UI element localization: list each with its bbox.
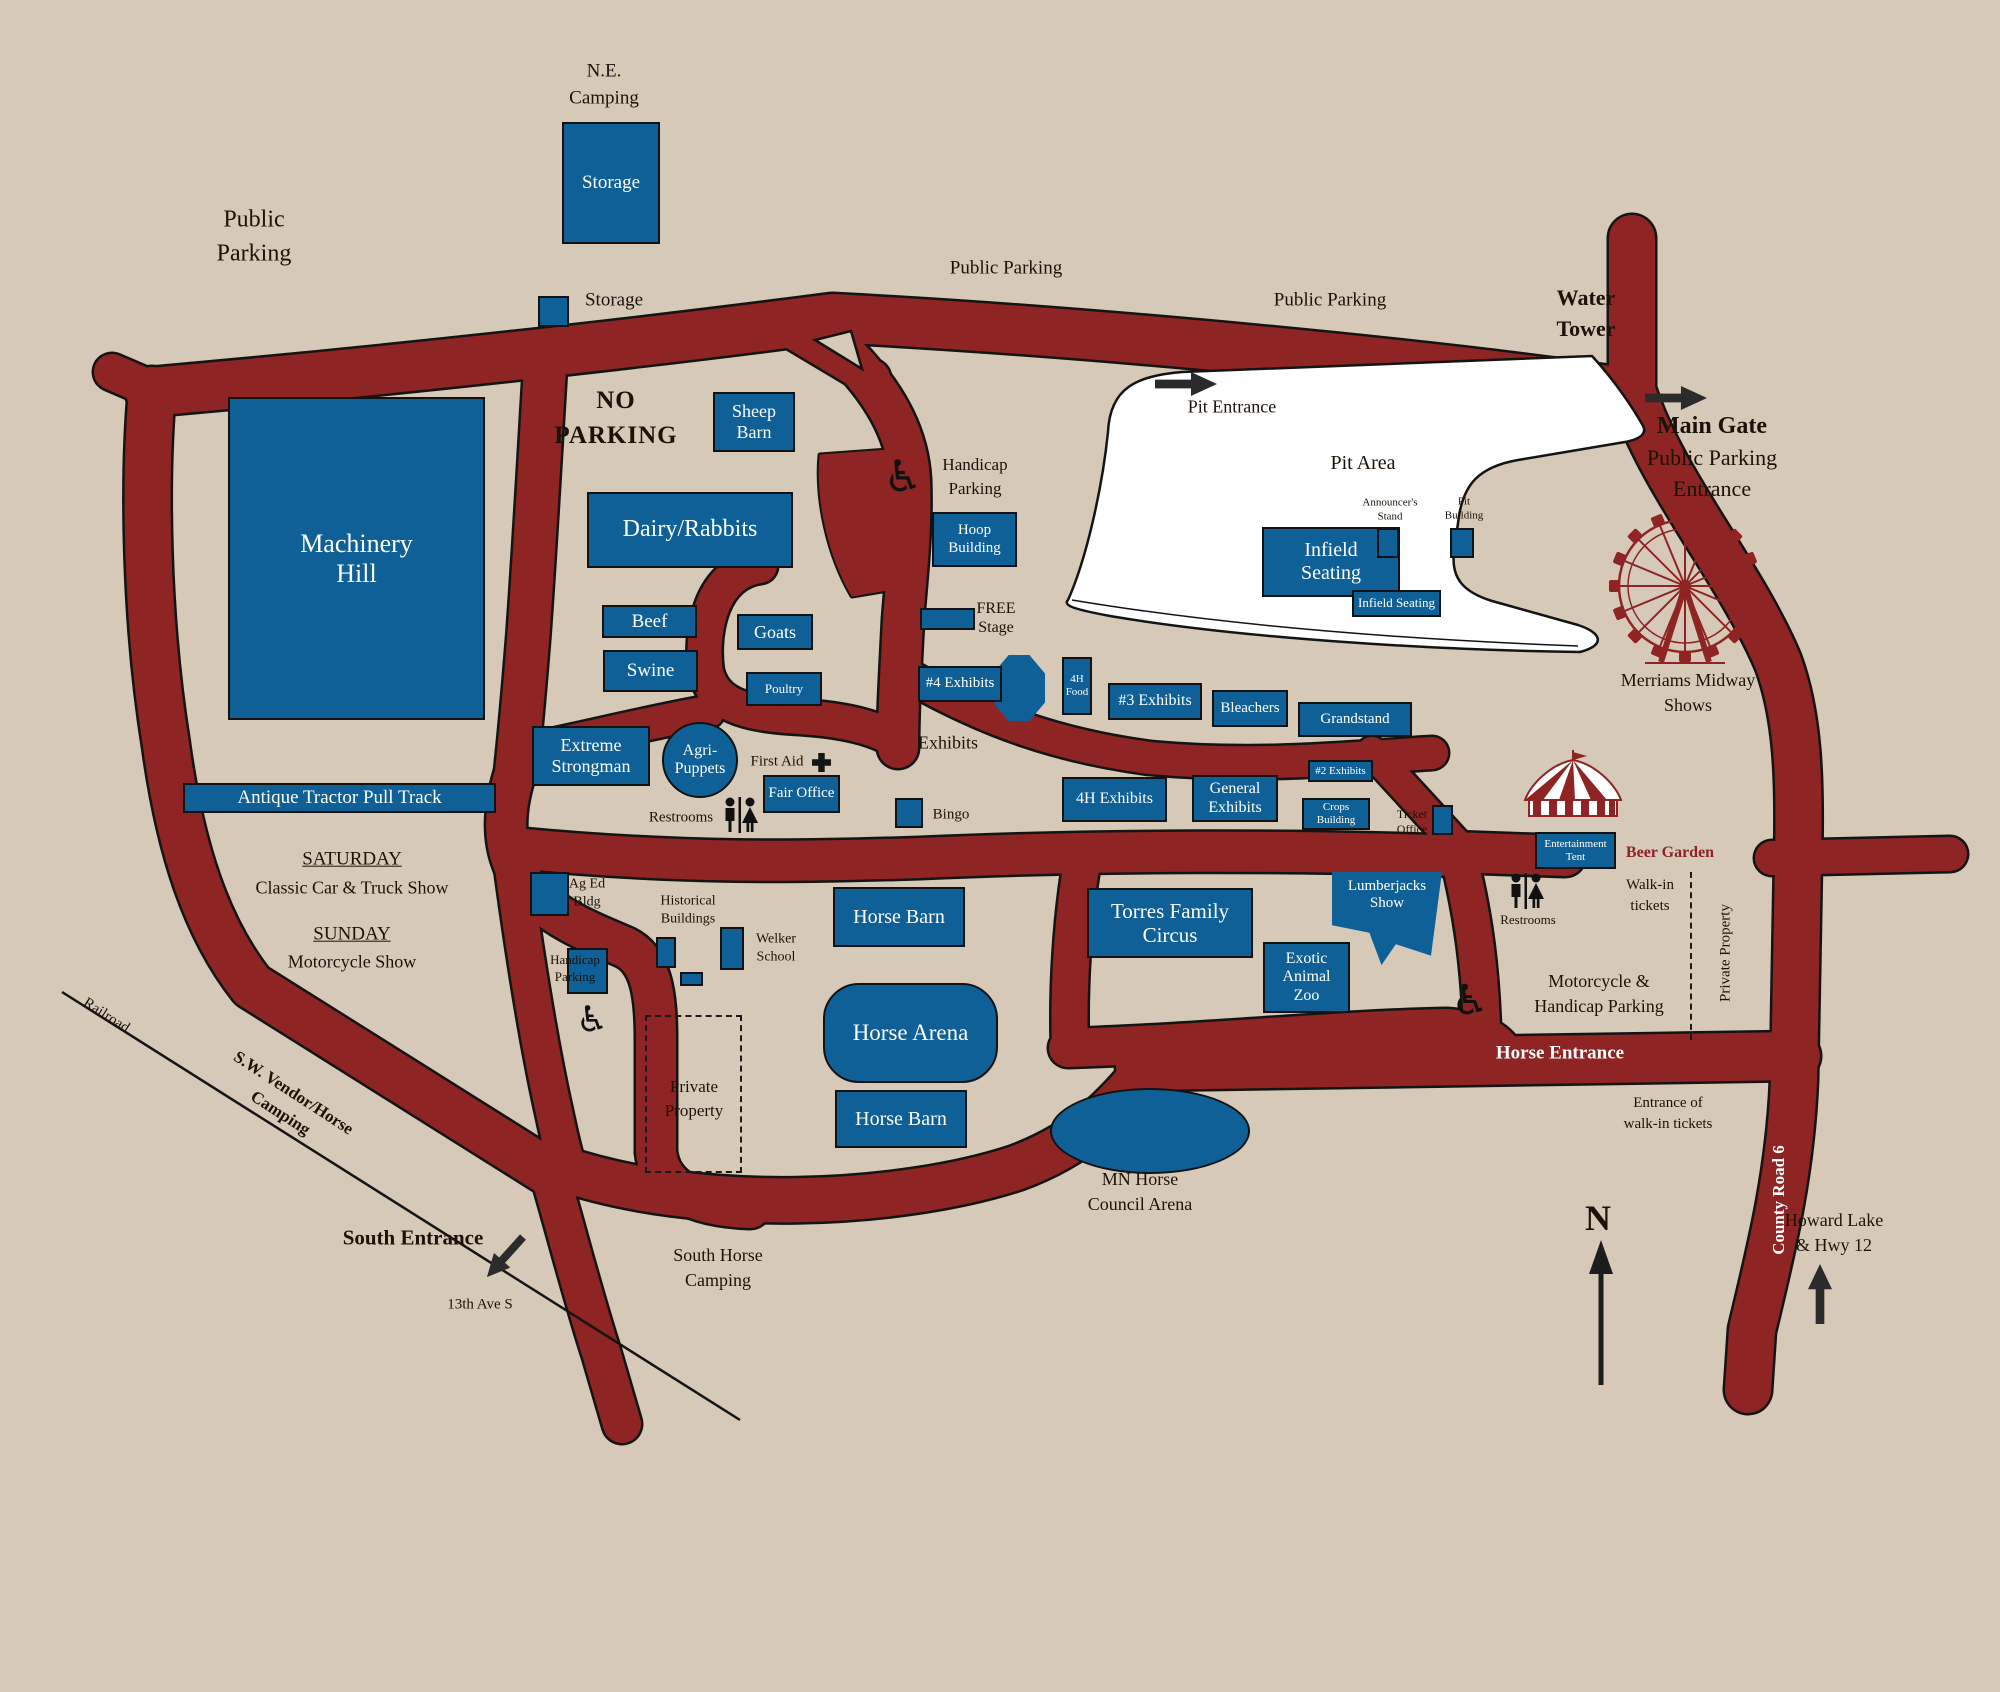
ne-camping-label: N.E. Camping — [569, 60, 639, 108]
grandstand-building: Grandstand — [1298, 702, 1412, 737]
north-arrow-icon — [1589, 1240, 1613, 1385]
exhibits4-building: #4 Exhibits — [918, 666, 1002, 702]
handicap-parking-south-building — [567, 948, 608, 994]
historical-building-2 — [680, 972, 703, 986]
handicap-parking-north-icon: ♿ — [883, 451, 923, 503]
swine-building: Swine — [603, 650, 698, 692]
pit-area-label: Pit Area — [1330, 452, 1396, 474]
goats-building: Goats — [737, 614, 813, 650]
public-parking-nw-label: Public Parking — [216, 206, 292, 266]
horse-barn-south-building: Horse Barn — [835, 1090, 967, 1148]
poultry-building: Poultry — [746, 672, 822, 706]
general-exhibits-building: General Exhibits — [1192, 775, 1278, 822]
motorcycle-handicap-label: Motorcycle & Handicap Parking — [1534, 970, 1664, 1016]
infield-seating-small-building: Infield Seating — [1352, 590, 1441, 617]
horse-barn-north-building: Horse Barn — [833, 887, 965, 947]
crops-building: Crops Building — [1302, 798, 1370, 830]
mn-horse-council-arena-label: MN Horse Council Arena — [1087, 1168, 1193, 1214]
beef-building: Beef — [602, 605, 697, 638]
bingo-building — [895, 798, 923, 828]
sunday-event-label: Motorcycle Show — [287, 951, 417, 972]
hoop-building: Hoop Building — [932, 512, 1017, 567]
restrooms-icon-se — [1511, 873, 1544, 909]
north-label: N — [1585, 1197, 1611, 1238]
public-parking-ne-label: Public Parking — [1273, 289, 1387, 311]
handicap-parking-north-label: Handicap Parking — [942, 455, 1008, 498]
exhibits-area-label: Exhibits — [917, 732, 979, 753]
handicap-parking-south-icon: ♿ — [575, 999, 609, 1041]
walk-in-tickets-label: Walk-in tickets — [1626, 877, 1674, 914]
exotic-animal-zoo-building: Exotic Animal Zoo — [1263, 942, 1350, 1013]
pit-building — [1450, 528, 1474, 558]
private-property-west-label: Private Property — [664, 1077, 724, 1120]
antique-tractor-pull-track: Antique Tractor Pull Track — [183, 783, 496, 813]
restrooms-icon-mid — [725, 797, 758, 833]
13th-ave-s-label: 13th Ave S — [447, 1296, 513, 1313]
main-gate-sub-label: Public Parking Entrance — [1646, 445, 1778, 501]
howard-lake-label: Howard Lake & Hwy 12 — [1784, 1209, 1884, 1255]
welker-school-label: Welker School — [755, 931, 797, 965]
4h-exhibits-building: 4H Exhibits — [1062, 777, 1167, 822]
free-stage-building — [920, 608, 975, 630]
sheep-barn-building: Sheep Barn — [713, 392, 795, 452]
saturday-event-label: Classic Car & Truck Show — [255, 877, 449, 898]
entrance-walkin-label: Entrance of walk-in tickets — [1623, 1095, 1713, 1132]
announcers-stand-building — [1377, 528, 1399, 558]
free-stage-label: FREE Stage — [976, 599, 1016, 636]
railroad-line — [61, 990, 741, 1422]
4h-food-building: 4H Food — [1062, 657, 1092, 715]
agri-puppets-building: Agri- Puppets — [662, 722, 738, 798]
private-property-east-boundary — [1690, 872, 1692, 1040]
sunday-label: SUNDAY — [313, 923, 391, 945]
mn-horse-council-arena — [1050, 1088, 1250, 1174]
south-horse-camping-label: South Horse Camping — [673, 1244, 763, 1290]
restrooms-mid-label: Restrooms — [648, 809, 714, 826]
dairy-rabbits-building: Dairy/Rabbits — [587, 492, 793, 568]
horse-arena-building: Horse Arena — [823, 983, 998, 1083]
water-tower-label: Water Tower — [1556, 285, 1616, 341]
pit-entrance-label: Pit Entrance — [1187, 396, 1277, 417]
ag-ed-bldg-label: Ag Ed Bldg — [568, 876, 606, 910]
historical-buildings-label: Historical Buildings — [660, 893, 716, 927]
extreme-strongman-building: Extreme Strongman — [532, 726, 650, 786]
ag-ed-building — [530, 872, 569, 916]
south-entrance-label: South Entrance — [342, 1225, 484, 1250]
exhibits3-building: #3 Exhibits — [1108, 683, 1202, 720]
beer-garden-label: Beer Garden — [1625, 843, 1715, 861]
exhibits2-building: #2 Exhibits — [1308, 760, 1373, 782]
announcers-stand-label: Announcer's Stand — [1362, 496, 1418, 522]
first-aid-label: First Aid — [750, 753, 804, 770]
private-property-west-boundary — [645, 1015, 742, 1173]
horse-entrance-label: Horse Entrance — [1495, 1042, 1625, 1064]
no-parking-label: NO PARKING — [554, 387, 678, 449]
machinery-hill-area: Machinery Hill — [228, 397, 485, 720]
bingo-label: Bingo — [932, 806, 970, 823]
torres-family-circus-building: Torres Family Circus — [1087, 888, 1253, 958]
historical-building-1 — [656, 937, 676, 968]
private-property-east-label: Private Property — [1717, 904, 1734, 1002]
bleachers-building: Bleachers — [1212, 690, 1288, 727]
restrooms-se-label: Restrooms — [1500, 911, 1556, 927]
main-gate-label: Main Gate — [1657, 413, 1767, 440]
road-triangle-island — [811, 329, 865, 372]
ferris-wheel-icon — [1609, 510, 1761, 664]
storage-small-building — [538, 296, 569, 327]
entertainment-tent-building: Entertainment Tent — [1535, 832, 1616, 869]
saturday-label: SATURDAY — [302, 848, 402, 870]
ticket-office-building — [1432, 805, 1453, 835]
circus-tent-icon — [1523, 750, 1623, 817]
pit-building-label: Pit Building — [1444, 495, 1484, 521]
motorcycle-handicap-parking-icon: ♿ — [1451, 975, 1489, 1025]
merriams-midway-label: Merriams Midway Shows — [1620, 669, 1756, 715]
pit-area-shape — [1065, 354, 1646, 654]
fair-office-building: Fair Office — [763, 775, 840, 813]
handicap-parking-south-label: Handicap Parking — [550, 952, 600, 984]
storage-small-label: Storage — [584, 289, 644, 311]
welker-school-building — [720, 927, 744, 970]
storage-building: Storage — [562, 122, 660, 244]
public-parking-mid-label: Public Parking — [949, 257, 1063, 279]
ticket-office-label: Ticket Office — [1396, 807, 1428, 836]
